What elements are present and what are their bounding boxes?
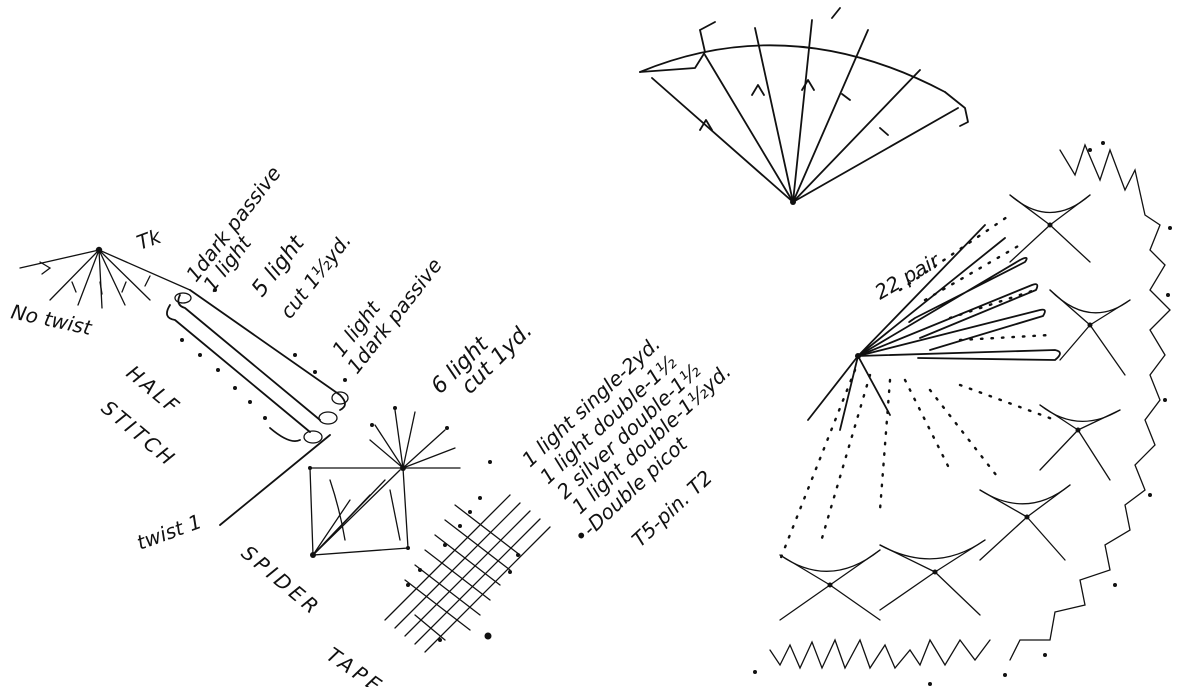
half-stitch-threads xyxy=(20,250,190,308)
label-tape: TAPE xyxy=(322,642,389,687)
label-tk: Tk xyxy=(134,224,166,255)
tape-motif xyxy=(385,495,550,652)
fan-motif xyxy=(640,8,968,205)
label-twist-1: twist 1 xyxy=(134,509,205,555)
half-stitch-pins xyxy=(180,288,347,420)
fan-edging-motif xyxy=(753,141,1172,686)
spider-legs xyxy=(310,410,460,555)
fan-edge-left xyxy=(640,30,705,72)
tape-threads xyxy=(385,495,550,652)
label-no-twist: No twist xyxy=(9,299,95,340)
tape-pins xyxy=(406,496,520,642)
fan-picot-ticks xyxy=(700,8,840,30)
edging-spiders xyxy=(780,195,1130,620)
edging-zigzag xyxy=(753,141,1172,686)
half-stitch-tape xyxy=(167,290,348,525)
